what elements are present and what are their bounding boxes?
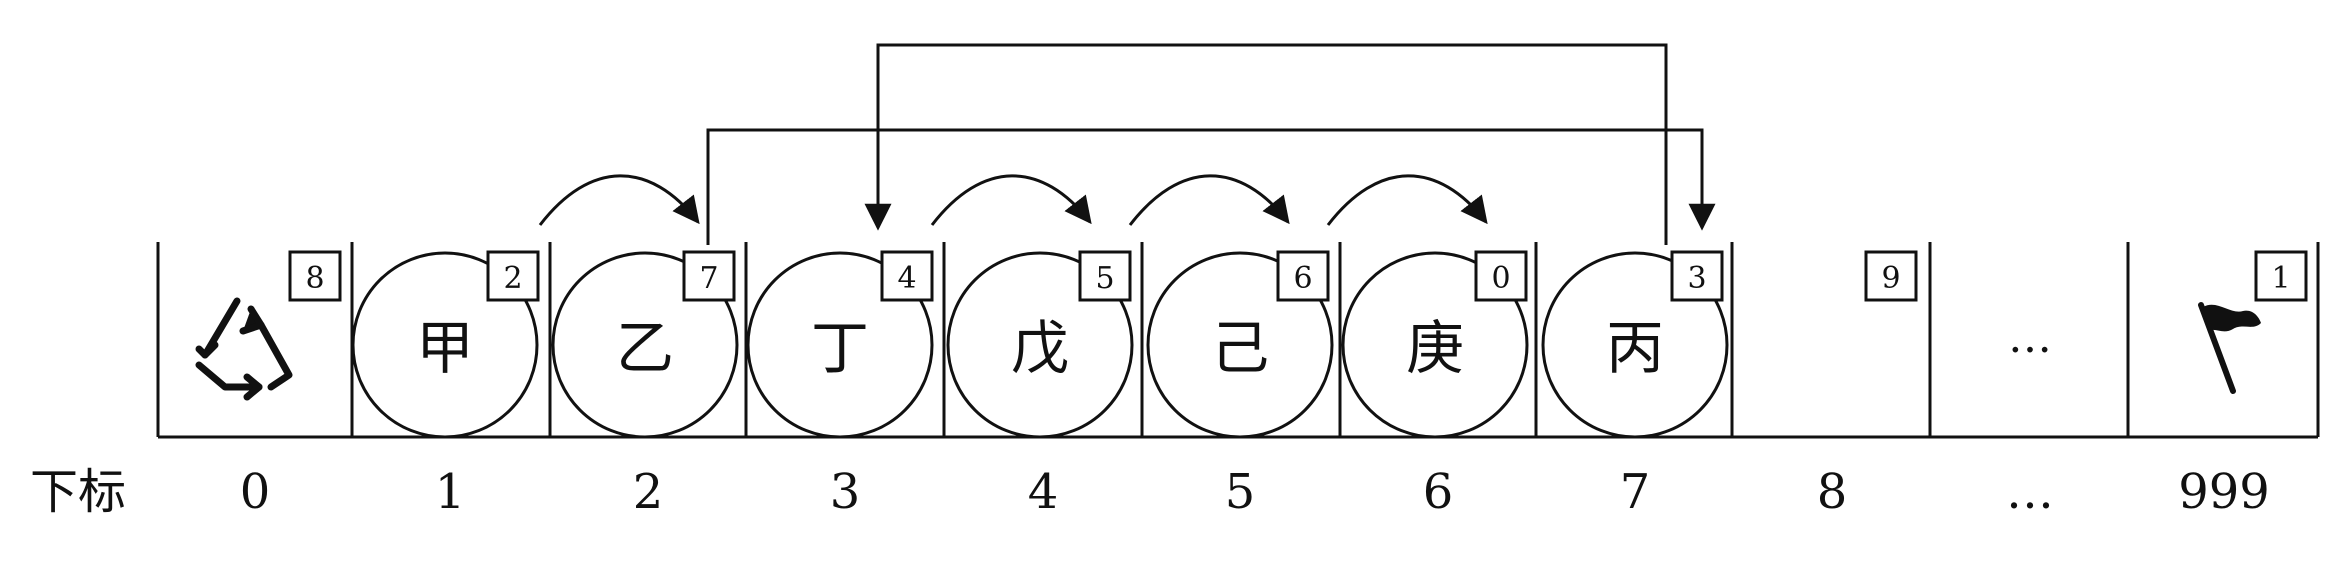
node-data: 乙 bbox=[616, 314, 674, 382]
cursor-value: 4 bbox=[897, 261, 916, 296]
cursor-box bbox=[1474, 250, 1528, 302]
cursor-value: 1 bbox=[2271, 261, 2290, 296]
flag-icon bbox=[2198, 302, 2261, 394]
index-label: 5 bbox=[1225, 464, 1256, 520]
recycle-icon bbox=[195, 297, 293, 401]
cursor-value: 2 bbox=[503, 261, 522, 296]
index-label: 3 bbox=[830, 464, 861, 520]
index-label: 0 bbox=[240, 464, 271, 520]
cursor-box bbox=[682, 250, 736, 302]
index-label: 8 bbox=[1817, 464, 1848, 520]
index-label: 4 bbox=[1028, 464, 1059, 520]
cell-ellipsis: … bbox=[2008, 312, 2052, 363]
cursor-box bbox=[486, 250, 540, 302]
cursor-box bbox=[1276, 250, 1330, 302]
link-arrow bbox=[538, 174, 700, 226]
cursor-box bbox=[1078, 250, 1132, 302]
link-arrow-long bbox=[706, 128, 1716, 245]
link-arrow bbox=[930, 174, 1092, 226]
row-label: 下标 bbox=[30, 464, 126, 520]
link-arrow bbox=[1326, 174, 1488, 226]
node-data: 甲 bbox=[416, 314, 474, 382]
index-label: 7 bbox=[1620, 464, 1651, 520]
node-data: 戊 bbox=[1011, 314, 1069, 382]
link-arrow-long bbox=[864, 43, 1668, 245]
cursor-value: 6 bbox=[1293, 261, 1312, 296]
cursor-box bbox=[880, 250, 934, 302]
cursor-boxes bbox=[288, 250, 2308, 302]
index-label: 1 bbox=[435, 464, 466, 520]
cursor-box bbox=[1864, 250, 1918, 302]
cursor-value: 7 bbox=[699, 261, 718, 296]
cursor-box bbox=[288, 250, 342, 302]
cursor-value: 8 bbox=[305, 261, 324, 296]
index-label: 6 bbox=[1423, 464, 1454, 520]
index-label: 2 bbox=[633, 464, 664, 520]
cursor-value: 0 bbox=[1491, 261, 1510, 296]
index-label: 999 bbox=[2178, 464, 2270, 520]
node-data: 庚 bbox=[1406, 314, 1464, 382]
cursor-box bbox=[1670, 250, 1724, 302]
node-data: 丁 bbox=[811, 314, 869, 382]
cursor-value: 3 bbox=[1687, 261, 1706, 296]
cursor-value: 5 bbox=[1095, 261, 1114, 296]
cursor-box bbox=[2254, 250, 2308, 302]
link-arrow bbox=[1128, 174, 1290, 226]
index-label: … bbox=[2006, 464, 2054, 520]
node-data: 丙 bbox=[1606, 314, 1664, 382]
cursor-value: 9 bbox=[1881, 261, 1900, 296]
node-data: 己 bbox=[1211, 314, 1269, 382]
